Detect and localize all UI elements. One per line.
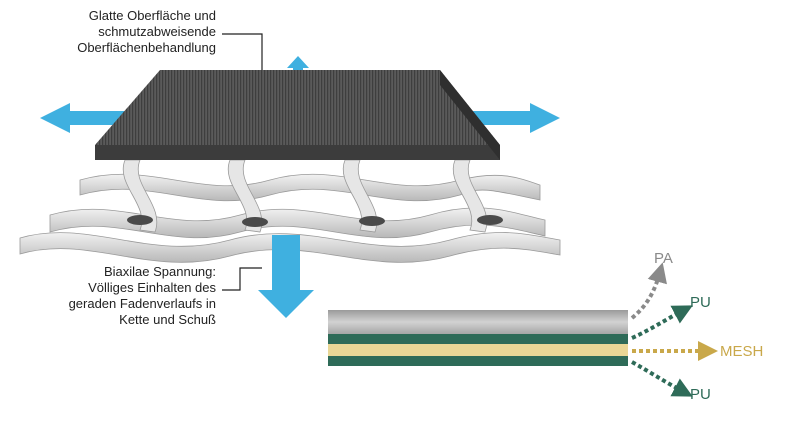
layer-pu-bottom [328, 356, 628, 366]
annotation-line: Oberflächenbehandlung [77, 40, 216, 55]
surface-slab [95, 70, 500, 160]
mesh-hole [359, 216, 385, 226]
label-pu-bottom: PU [690, 386, 711, 403]
mesh-warp-strip [227, 159, 263, 233]
arrow-left [40, 103, 130, 133]
annotation-line: Kette und Schuß [119, 312, 216, 327]
arrow-down [258, 235, 314, 318]
mesh-hole [477, 215, 503, 225]
annotation-line: geraden Fadenverlaufs in [68, 296, 216, 311]
mesh-weft-strip [49, 207, 546, 239]
mesh-hole [242, 217, 268, 227]
layer-pa [328, 310, 628, 334]
mesh-warp-strip [452, 159, 488, 233]
annotation-line: Biaxilae Spannung: [103, 264, 216, 279]
annotation-surface: Glatte Oberfläche und schmutzabweisende … [77, 8, 216, 56]
layer-pu-top [328, 334, 628, 344]
mesh-warp-strip [342, 159, 378, 233]
slab-side [440, 70, 500, 160]
label-pu-top: PU [690, 294, 711, 311]
annotation-line: Glatte Oberfläche und [88, 8, 216, 23]
arrow-pu-bottom [631, 360, 693, 397]
mesh-warp-strip [122, 159, 158, 233]
annotation-line: schmutzabweisende [98, 24, 216, 39]
arrow-pa [630, 262, 667, 320]
tension-arrows [40, 56, 560, 318]
mesh-hole [127, 215, 153, 225]
annotation-line: Völliges Einhalten des [88, 280, 216, 295]
arrow-right [465, 103, 560, 133]
label-mesh: MESH [720, 343, 764, 360]
slab-front [95, 145, 500, 160]
label-pa: PA [654, 250, 673, 267]
cross-section [328, 310, 628, 366]
layer-mesh [328, 344, 628, 356]
arrow-pu-top [631, 305, 693, 340]
callout-line-tension [222, 267, 262, 291]
slab-top [95, 70, 500, 145]
layer-arrows [630, 262, 718, 397]
callout-line-surface [222, 33, 263, 70]
arrow-up [287, 56, 309, 80]
annotation-tension: Biaxilae Spannung: Völliges Einhalten de… [69, 264, 216, 328]
